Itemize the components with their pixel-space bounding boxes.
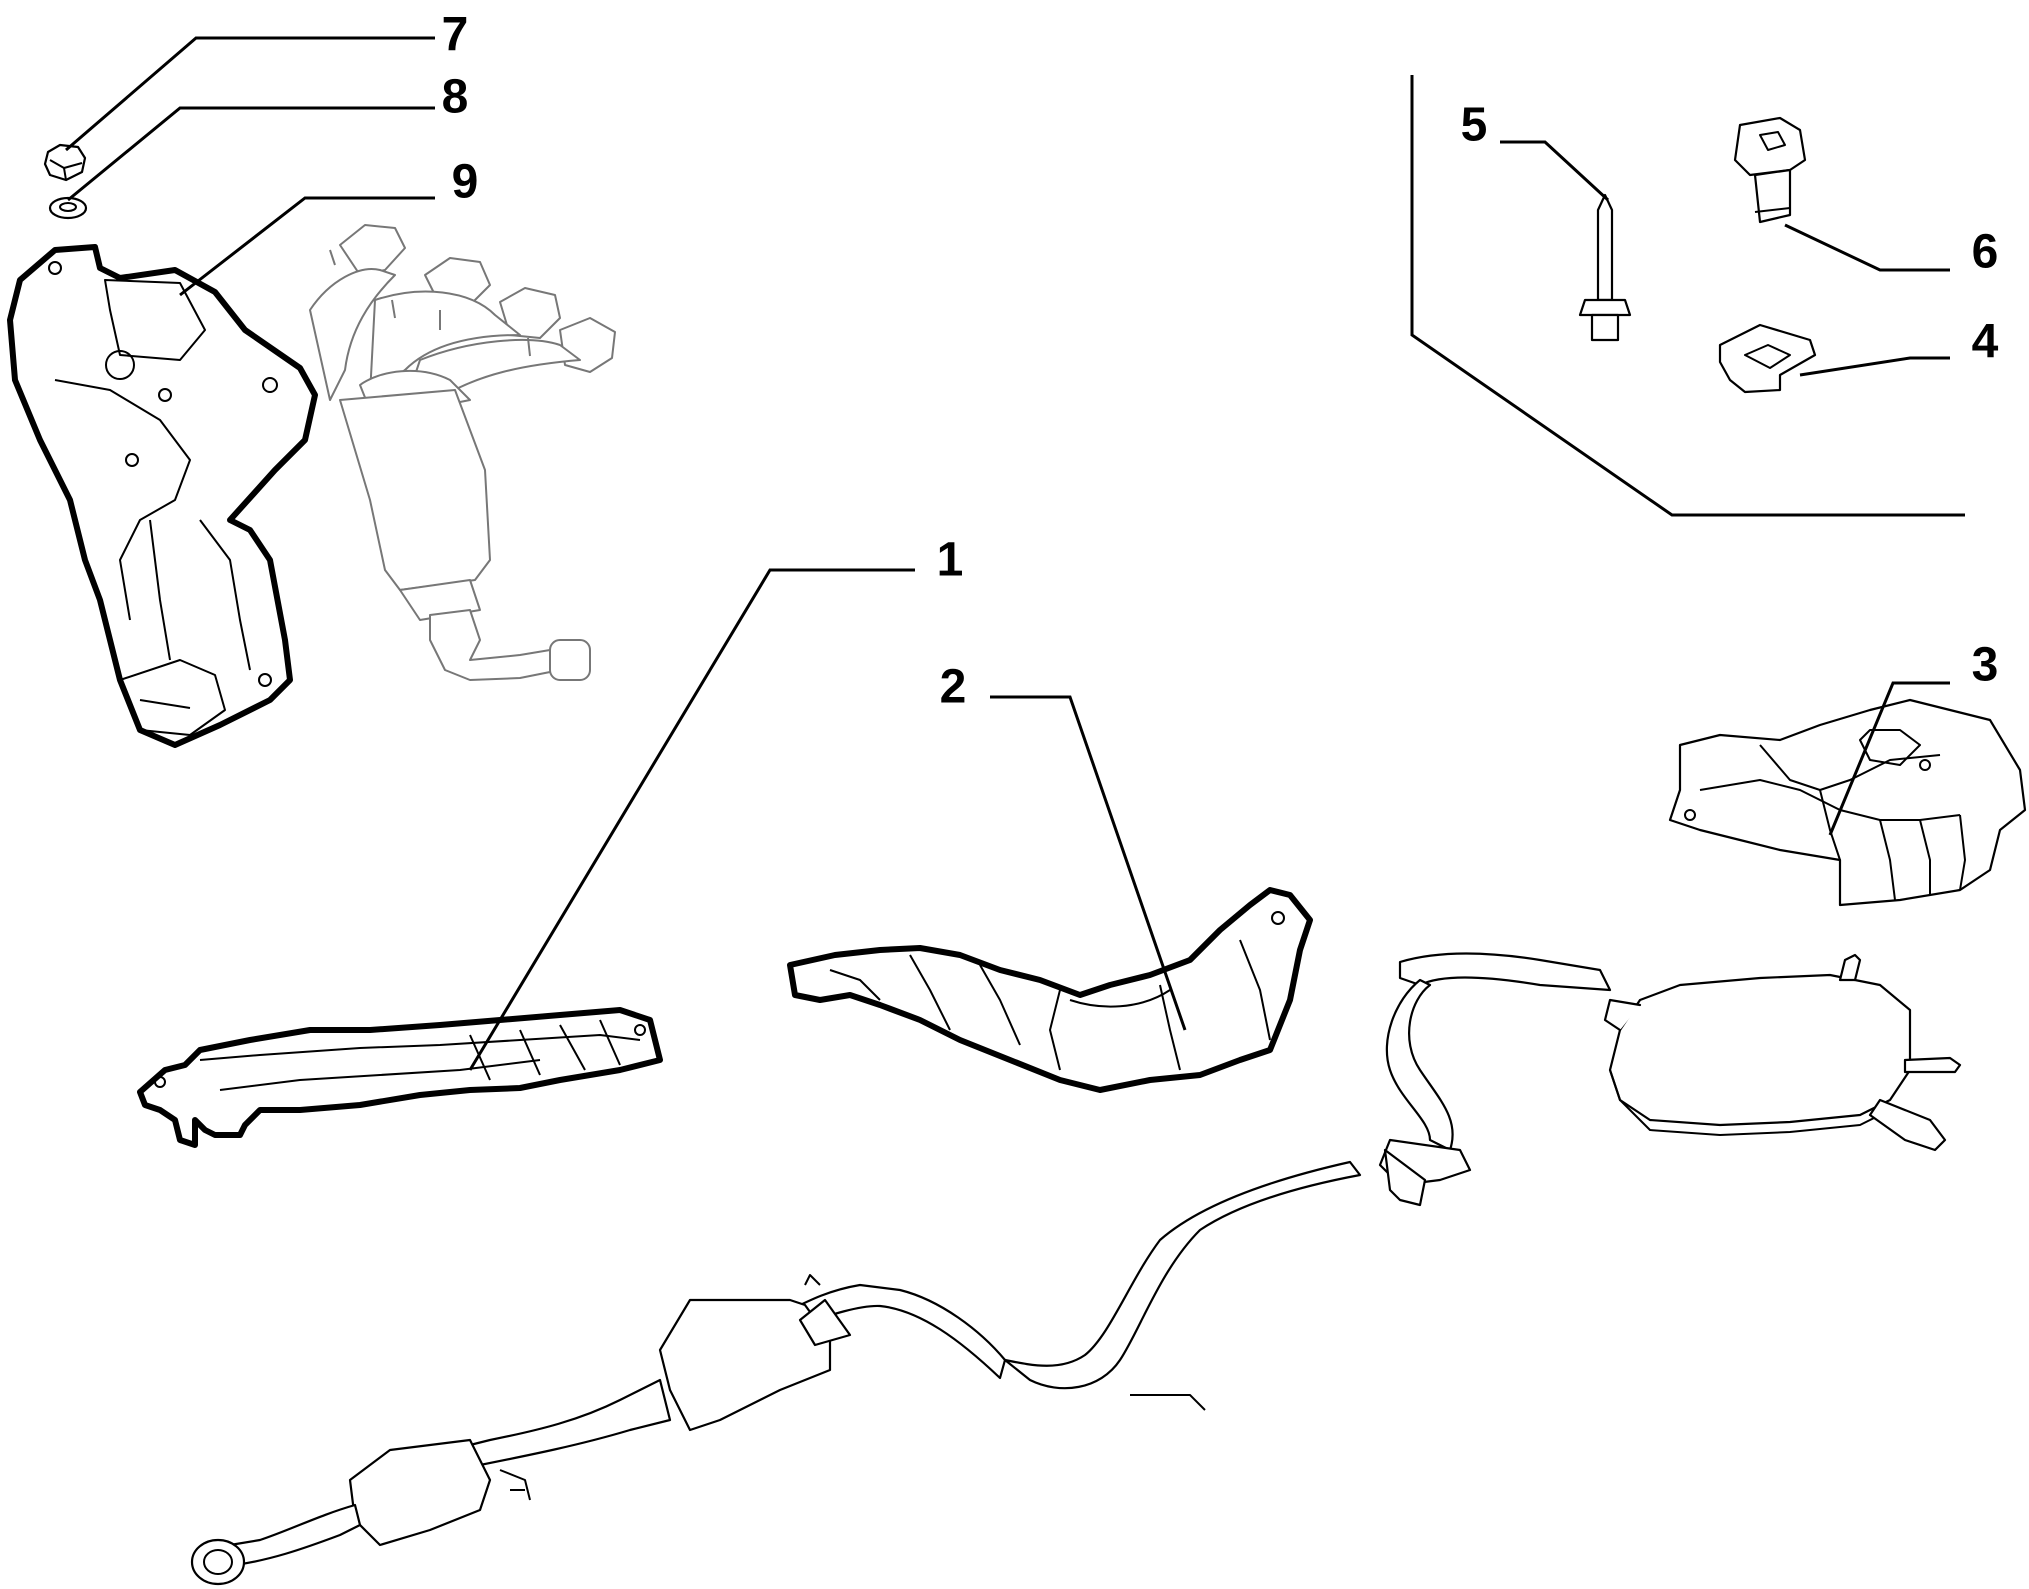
leader-6	[1784, 223, 1950, 272]
leader-5	[1500, 140, 1610, 202]
rivet	[1578, 193, 1632, 342]
leader-lines	[65, 36, 1950, 1071]
nut	[43, 143, 87, 182]
callout-9: 9	[452, 156, 479, 209]
rear-muffler	[1603, 953, 1962, 1152]
callout-2: 2	[940, 661, 967, 714]
callout-1: 1	[937, 534, 964, 587]
callout-7: 7	[442, 9, 469, 62]
callout-6: 6	[1972, 226, 1999, 279]
washer	[48, 196, 88, 220]
callout-4: 4	[1972, 316, 1999, 369]
clip	[1718, 323, 1817, 394]
leader-2	[990, 695, 1187, 1031]
exhaust-pipe	[190, 952, 1612, 1586]
leader-9	[179, 196, 435, 297]
leader-7	[65, 36, 435, 152]
manifold-heat-shield	[7, 244, 318, 748]
heat-shield-2	[787, 887, 1313, 1093]
leader-3	[1828, 681, 1950, 836]
exhaust-manifold-catalyst	[309, 224, 616, 681]
leader-1	[468, 568, 915, 1071]
callout-8: 8	[442, 71, 469, 124]
grommet	[1733, 116, 1807, 224]
heat-shield-3	[1668, 698, 2027, 907]
group-bracket-line	[1410, 75, 1965, 517]
callout-3: 3	[1972, 639, 1999, 692]
heat-shield-1	[137, 1007, 663, 1148]
leader-4	[1799, 356, 1950, 377]
callout-5: 5	[1461, 99, 1488, 152]
leader-8	[67, 106, 435, 202]
